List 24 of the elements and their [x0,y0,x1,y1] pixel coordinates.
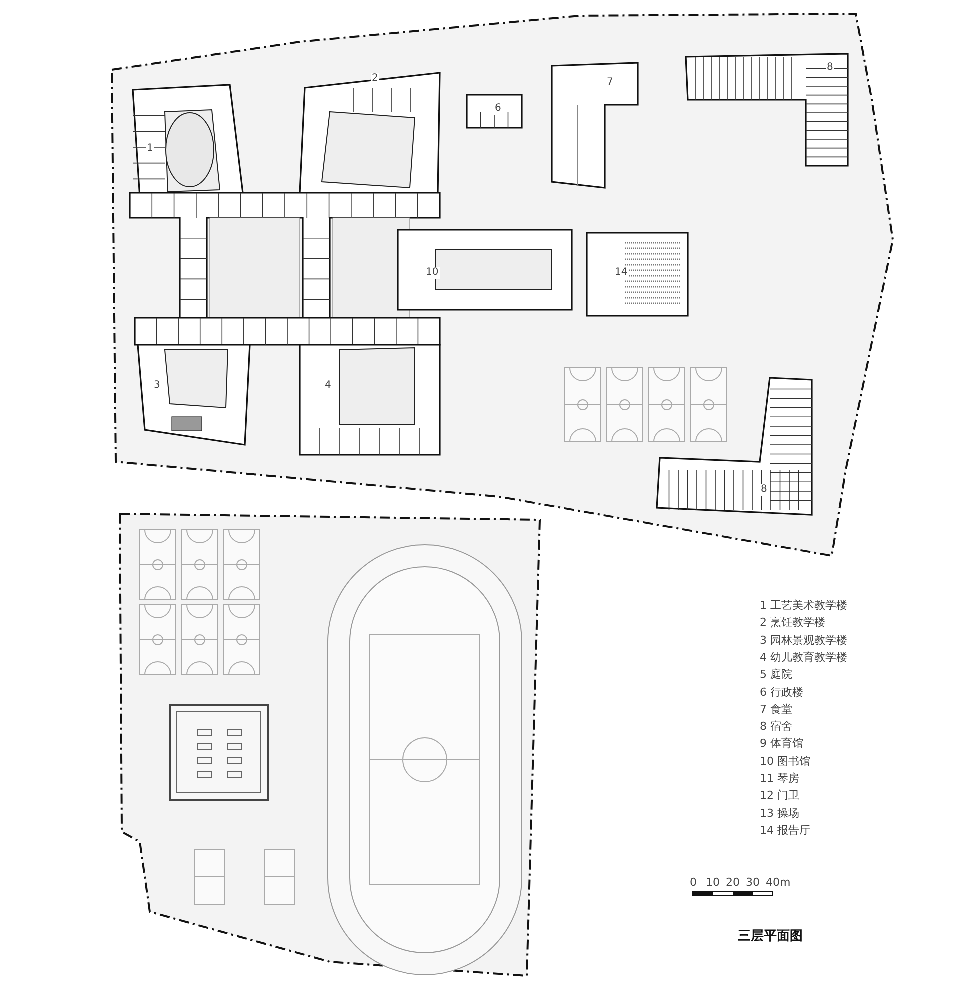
legend-entry: 1 工艺美术教学楼 [760,600,848,611]
callout-number: 14 [614,267,629,279]
legend-entry: 12 门卫 [760,790,800,802]
legend-entry: 9 体育馆 [760,738,804,750]
legend-entry: 7 食堂 [760,704,792,715]
scale-label: 0 [690,877,697,888]
scale-label: 40m [766,877,791,888]
legend-entry: 3 园林景观教学楼 [760,634,848,646]
legend-entry: 10 图书馆 [760,756,810,767]
legend-entry: 8 宿舍 [760,721,792,732]
scale-label: 30 [746,877,760,888]
legend-entry: 4 幼儿教育教学楼 [760,652,848,663]
legend-entry: 6 行政楼 [760,686,804,698]
callout-number: 8 [760,484,768,496]
legend-entry: 5 庭院 [760,669,792,680]
plan-title: 三层平面图 [738,930,803,943]
scale-label: 10 [706,877,720,888]
legend-entry: 2 烹饪教学楼 [760,617,826,628]
scale-label: 20 [726,877,740,888]
legend-entry: 13 操场 [760,808,800,819]
callout-number: 6 [494,103,502,115]
legend-entry: 11 琴房 [760,773,800,784]
legend-entry: 14 报告厅 [760,824,810,836]
callout-number: 10 [425,267,440,279]
